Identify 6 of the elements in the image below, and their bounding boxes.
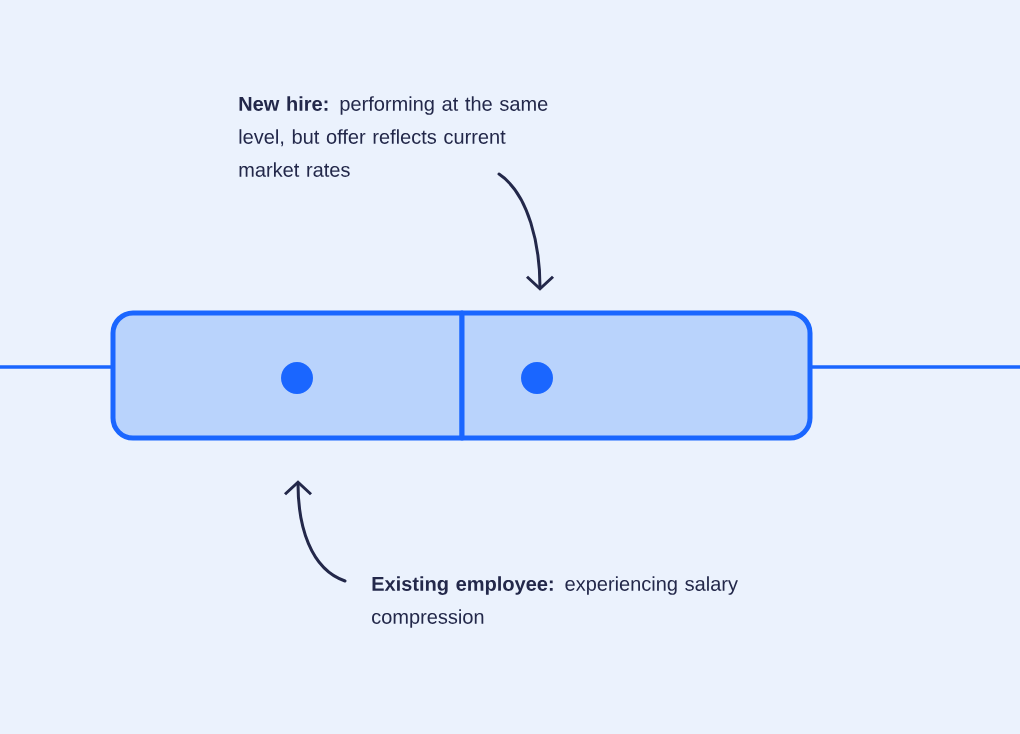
annotation-text: New hire: performing at the same level, but offer reflects current market rates	[239, 96, 548, 177]
range-segment	[459, 310, 813, 441]
curved-arrow	[497, 172, 555, 291]
annotation-text: Existing employee: experiencing salary compression	[372, 576, 738, 628]
range-segment	[110, 310, 465, 441]
curved-arrow	[284, 480, 347, 583]
